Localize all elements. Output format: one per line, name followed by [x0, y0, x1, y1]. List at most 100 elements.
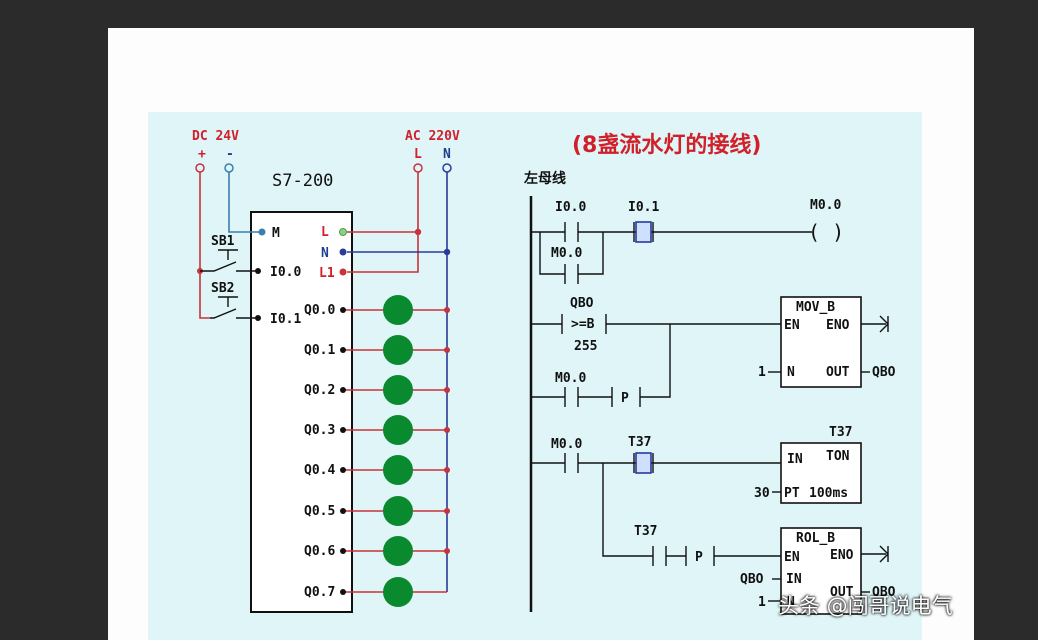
- box-pin: PT: [784, 486, 800, 501]
- contact-label: M0.0: [551, 246, 582, 261]
- plc-name: S7-200: [272, 171, 333, 191]
- junction-dot: [414, 228, 422, 236]
- contact-label: T37: [634, 524, 657, 539]
- output-q04: Q0.4: [304, 455, 450, 485]
- output-label: Q0.1: [304, 343, 335, 358]
- compare-operand: 255: [574, 339, 597, 354]
- contact-label: M0.0: [555, 371, 586, 386]
- junction-dot: [443, 248, 451, 256]
- output-label: Q0.3: [304, 423, 335, 438]
- box-pin: N: [787, 595, 795, 610]
- ac-supply-label: AC 220V: [405, 129, 460, 144]
- function-box-title: TON: [826, 449, 850, 464]
- plc-m-label: M: [272, 226, 280, 241]
- box-output-value: QBO: [872, 585, 896, 600]
- ac-l-label: L: [414, 147, 422, 162]
- rung-5: T37 P ROL_B EN ENO QBO IN 1 N OUT QBO: [602, 463, 896, 615]
- ac-l-wire: [347, 172, 419, 233]
- output-label: Q0.4: [304, 463, 335, 478]
- sb2-label: SB2: [211, 281, 234, 296]
- lamp-icon: [383, 295, 413, 325]
- p-edge-label: P: [621, 391, 629, 406]
- function-box-title: ROL_B: [796, 531, 835, 546]
- coil-label: M0.0: [810, 198, 841, 213]
- p-edge-label: P: [695, 550, 703, 565]
- contact-label: T37: [628, 435, 651, 450]
- ac-l-terminal: [413, 163, 423, 173]
- box-pin: IN: [787, 452, 803, 467]
- box-pin: ENO: [830, 548, 854, 563]
- lamp-icon: [383, 577, 413, 607]
- dc-minus-label: -: [226, 147, 234, 162]
- box-input-value: QBO: [740, 572, 764, 587]
- lamp-icon: [383, 415, 413, 445]
- nc-contact-highlight: [635, 452, 652, 474]
- ac-n-label: N: [443, 147, 451, 162]
- output-q00: Q0.0: [304, 295, 450, 325]
- m-terminal-dot: [258, 228, 266, 236]
- rung-2: QBO >=B 255 MOV_B EN ENO 1 N OUT QBO: [531, 296, 896, 388]
- sb2-switch: [210, 296, 256, 319]
- box-input-value: 1: [758, 595, 766, 610]
- mov-b-box: [780, 296, 862, 388]
- output-q01: Q0.1: [304, 335, 450, 365]
- eno-arrow-icon: [861, 315, 889, 333]
- sb1-switch: [200, 249, 256, 272]
- contact-label: I0.1: [628, 200, 659, 215]
- left-bus-label: 左母线: [523, 170, 566, 187]
- output-label: Q0.5: [304, 504, 335, 519]
- rung-3: M0.0 P: [531, 324, 671, 407]
- plc-i00-label: I0.0: [270, 265, 301, 280]
- output-label: Q0.2: [304, 383, 335, 398]
- box-input-value: 30: [754, 486, 770, 501]
- box-pin: EN: [784, 550, 800, 565]
- ton-timer-box: [780, 442, 862, 504]
- output-q02: Q0.2: [304, 375, 450, 405]
- output-label: Q0.0: [304, 303, 335, 318]
- output-label: Q0.7: [304, 585, 335, 600]
- output-label: Q0.6: [304, 544, 335, 559]
- ac-n-wire: [347, 172, 448, 592]
- watermark: 头条 @闯哥说电气: [778, 594, 953, 618]
- i00-terminal-dot: [255, 268, 261, 274]
- compare-operand: QBO: [570, 296, 594, 311]
- rol-b-box: [780, 527, 862, 615]
- contact-label: M0.0: [551, 437, 582, 452]
- diagram-title: (8盏流水灯的接线): [572, 132, 761, 158]
- function-box-title: MOV_B: [796, 300, 835, 315]
- dc-minus-wire: [228, 172, 260, 233]
- output-q06: Q0.6: [304, 536, 450, 566]
- plc-l-label: L: [321, 225, 329, 240]
- plc-body: [250, 211, 353, 613]
- plc-l1-label: L1: [319, 266, 335, 281]
- plc-i01-label: I0.1: [270, 312, 301, 327]
- i01-terminal-dot: [255, 315, 261, 321]
- lamp-icon: [383, 375, 413, 405]
- plc-n-label: N: [321, 246, 329, 261]
- l1-wire: [347, 232, 419, 273]
- box-pin: N: [787, 365, 795, 380]
- l-terminal-dot: [339, 228, 347, 236]
- lamp-icon: [383, 536, 413, 566]
- box-pin: ENO: [826, 318, 850, 333]
- dc-plus-label: +: [198, 147, 206, 162]
- compare-operator: >=B: [571, 317, 595, 332]
- box-input-value: 1: [758, 365, 766, 380]
- box-pin: EN: [784, 318, 800, 333]
- l1-terminal-dot: [339, 268, 347, 276]
- ac-n-terminal: [442, 163, 452, 173]
- dc-minus-terminal: [224, 163, 234, 173]
- output-q03: Q0.3: [304, 415, 450, 445]
- dc-plus-wire: [199, 172, 210, 319]
- box-output-value: QBO: [872, 365, 896, 380]
- coil-icon: ( ): [808, 220, 844, 244]
- output-q07: Q0.7: [304, 577, 447, 607]
- rung-4: M0.0 T37 T37 IN TON 30 PT 100ms: [531, 425, 862, 504]
- box-pin: OUT: [830, 585, 854, 600]
- box-pin: OUT: [826, 365, 850, 380]
- dc-supply-label: DC 24V: [192, 129, 239, 144]
- eno-arrow-icon: [861, 545, 889, 563]
- timer-label: T37: [829, 425, 852, 440]
- time-base: 100ms: [809, 486, 848, 501]
